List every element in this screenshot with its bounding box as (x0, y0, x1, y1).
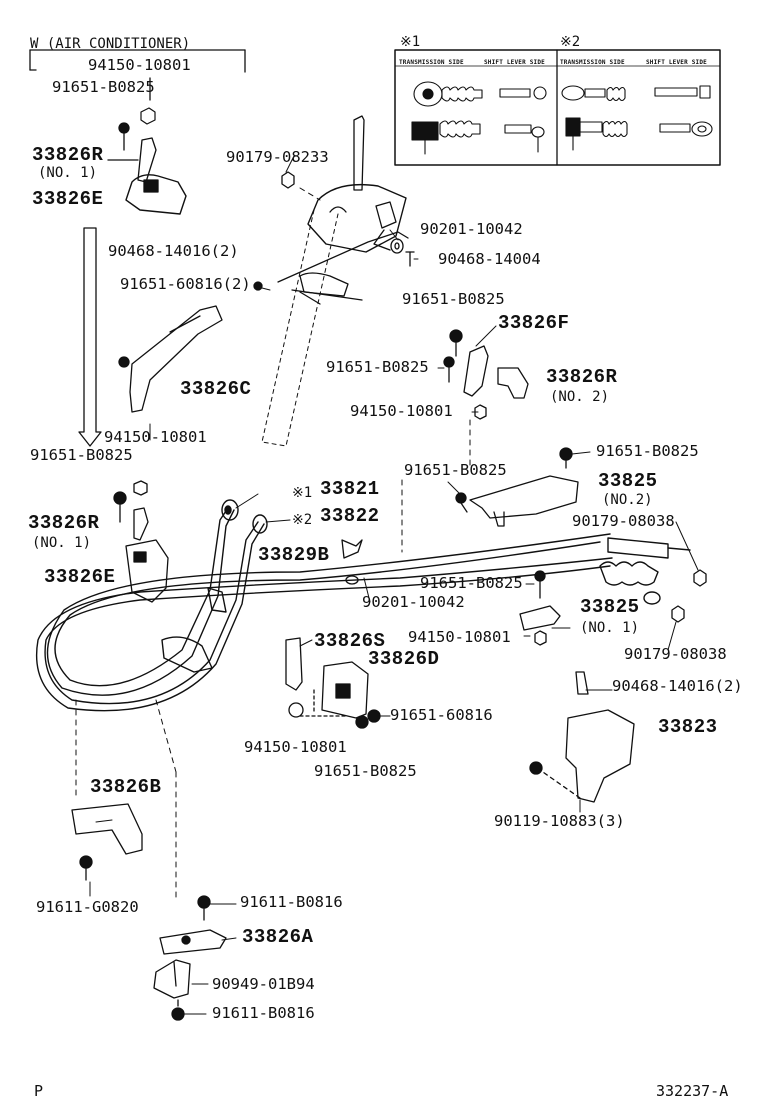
part-label: 90468-14016(2) (108, 242, 239, 260)
part-label: 91651-B0825 (420, 574, 523, 592)
part-label: 90119-10883(3) (494, 812, 625, 830)
part-label: 33826R (32, 144, 104, 166)
inset-note-1: ※1 (400, 34, 421, 50)
dashed-assembly-lines (75, 187, 471, 901)
part-label: 33826D (368, 648, 440, 670)
corner-right-code: 332237-A (656, 1082, 729, 1100)
part-label: 91651-B0825 (314, 762, 417, 780)
part-label: 91651-60816(2) (120, 275, 251, 293)
part-label-note: (NO. 1) (580, 620, 640, 636)
part-label: 33826B (90, 776, 162, 798)
part-label: 33826R (546, 366, 618, 388)
part-label: 33826F (498, 312, 570, 334)
part-label-note: ※1 (292, 485, 313, 501)
fastener-symbols (79, 171, 707, 1021)
part-label-note: (NO. 1) (32, 535, 92, 551)
inset-note-2: ※2 (560, 34, 581, 50)
part-label-note: ※2 (292, 512, 313, 528)
header-bracket (29, 49, 246, 73)
inset-cable-end-sketches (411, 81, 713, 155)
part-label: 90179-08233 (226, 148, 329, 166)
part-label: 94150-10801 (88, 56, 191, 74)
bracket-33826A (159, 929, 227, 955)
part-label: 33829B (258, 544, 330, 566)
shift-lever-housing (261, 115, 409, 447)
part-label: 33826E (32, 188, 104, 210)
bracket-33826F (463, 345, 529, 399)
bracket-33825-no1 (519, 605, 561, 631)
part-label: 33826R (28, 512, 100, 534)
part-label: 33823 (658, 716, 718, 738)
part-label: 90468-14004 (438, 250, 541, 268)
clamp-90949 (153, 959, 191, 999)
inset-col-shift-lever-2: SHIFT LEVER SIDE (646, 59, 707, 66)
header-note: W (AIR CONDITIONER) (30, 36, 191, 52)
inset-col-transmission-2: TRANSMISSION SIDE (560, 59, 625, 66)
part-label: 94150-10801 (104, 428, 207, 446)
part-label: 33822 (320, 505, 380, 527)
bracket-33826D (285, 637, 369, 719)
part-label-note: (NO. 2) (550, 389, 610, 405)
part-label: 94150-10801 (408, 628, 511, 646)
part-label: 91651-B0825 (326, 358, 429, 376)
part-label: 90949-01B94 (212, 975, 315, 993)
part-label: 90201-10042 (362, 593, 465, 611)
part-label: 33826E (44, 566, 116, 588)
part-label: 91611-B0816 (240, 893, 343, 911)
part-label: 91651-B0825 (52, 78, 155, 96)
part-label: 33825 (598, 470, 658, 492)
part-label: 91651-B0825 (596, 442, 699, 460)
bracket-33826B (71, 803, 143, 855)
part-label: 91651-60816 (390, 706, 493, 724)
part-label: 90179-08038 (624, 645, 727, 663)
part-label: 90468-14016(2) (612, 677, 743, 695)
part-label-note: (NO.2) (602, 492, 653, 508)
down-arrow (78, 227, 102, 447)
leader-lines (89, 155, 699, 1015)
part-label: 94150-10801 (350, 402, 453, 420)
part-label: 90179-08038 (572, 512, 675, 530)
bracket-33825-no2 (469, 475, 579, 527)
part-label: 33826C (180, 378, 252, 400)
part-label: 33826A (242, 926, 314, 948)
part-label: 91651-B0825 (404, 461, 507, 479)
part-label: 91611-B0816 (212, 1004, 315, 1022)
inset-col-shift-lever-1: SHIFT LEVER SIDE (484, 59, 545, 66)
corner-left-code: P (34, 1082, 44, 1100)
inset-col-transmission-1: TRANSMISSION SIDE (399, 59, 464, 66)
bracket-assembly-upper-left (107, 77, 187, 215)
part-label: 91651-B0825 (30, 446, 133, 464)
part-label: 90201-10042 (420, 220, 523, 238)
bracket-33823 (539, 671, 635, 803)
part-label: 33825 (580, 596, 640, 618)
part-label: 91651-B0825 (402, 290, 505, 308)
part-label: 33821 (320, 478, 380, 500)
part-label: 91611-G0820 (36, 898, 139, 916)
part-label: 94150-10801 (244, 738, 347, 756)
shift-cables (35, 499, 691, 712)
inset-frame (394, 49, 721, 166)
part-label: 33826S (314, 630, 386, 652)
part-label-note: (NO. 1) (38, 165, 98, 181)
bracket-33826C (129, 305, 223, 413)
